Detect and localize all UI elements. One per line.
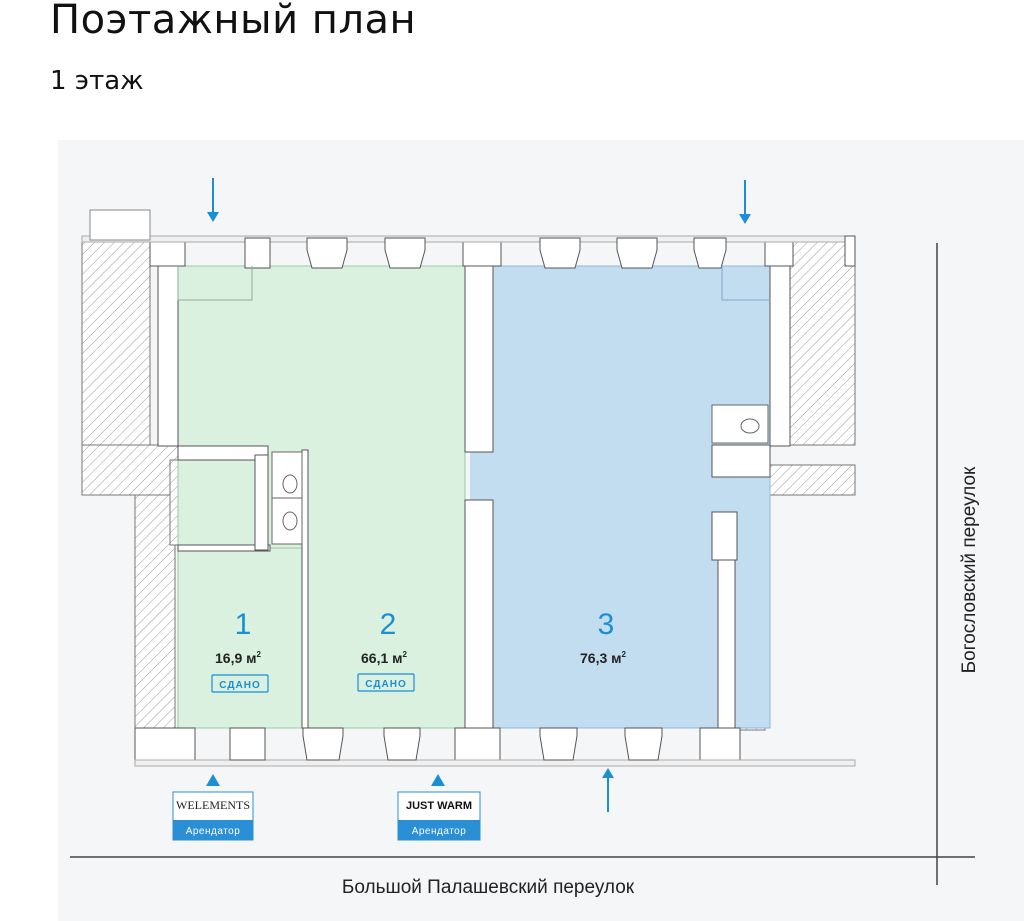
street-right-label: Богословский переулок <box>959 466 980 673</box>
unit-1-status: СДАНО <box>219 680 260 691</box>
tenant-welements-role: Арендатор <box>186 826 241 837</box>
entrance-vestibule-3 <box>721 266 770 301</box>
bottom-facade <box>134 727 856 767</box>
street-bottom-label: Большой Палашевский переулок <box>342 877 635 898</box>
unit-2-number: 2 <box>380 608 397 641</box>
unit-3-area: 76,3 м2 <box>580 650 627 666</box>
unit-1-number: 1 <box>235 608 252 641</box>
toilet-icon <box>740 418 760 434</box>
restroom-fixtures <box>271 404 769 545</box>
page-title: Поэтажный план <box>50 0 417 43</box>
unit-2-area: 66,1 м2 <box>361 650 408 666</box>
unit-2-status: СДАНО <box>365 679 406 690</box>
tenant-just-warm-role: Арендатор <box>412 826 467 837</box>
unit-1-status-badge <box>211 674 269 693</box>
interior-walls <box>134 237 794 761</box>
toilet-icon <box>282 474 298 494</box>
floor-subtitle: 1 этаж <box>50 66 144 96</box>
unit-2-status-badge <box>357 673 415 692</box>
entrance-arrows <box>206 178 751 812</box>
tenant-just-warm-name: JUST WARM <box>406 800 472 812</box>
unit-1-room[interactable] <box>177 547 307 729</box>
unit-3-number: 3 <box>598 608 615 641</box>
tenant-badge-just-warm[interactable]: JUST WARM Арендатор <box>397 791 481 841</box>
tenant-badge-welements[interactable]: WELEMENTS Арендатор <box>172 791 254 841</box>
unit-1-area: 16,9 м2 <box>215 650 262 666</box>
tenant-welements-name: WELEMENTS <box>176 798 250 812</box>
door-vestibules <box>177 266 253 301</box>
top-facade <box>81 209 856 269</box>
